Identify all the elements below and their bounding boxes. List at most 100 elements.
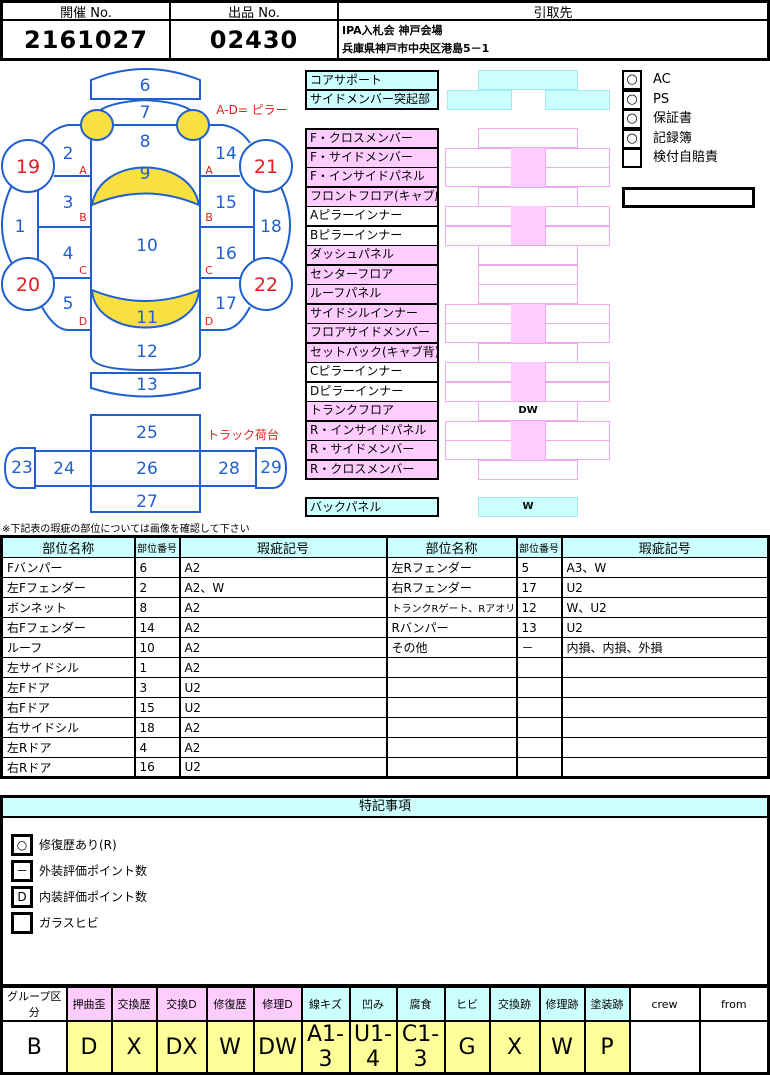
frame-box-left[interactable] [445, 303, 512, 324]
frame-box-middle[interactable] [511, 323, 546, 343]
frame-box-right[interactable] [545, 167, 610, 187]
frame-box[interactable] [478, 342, 578, 363]
equipment-checkbox[interactable]: ○ [622, 70, 642, 90]
pickup-line2: 兵庫県神戸市中央区港島5－1 [342, 41, 490, 55]
damage-cell [385, 717, 517, 738]
part-4: 4 [63, 244, 74, 264]
frame-box-left[interactable] [445, 323, 512, 343]
frame-box[interactable] [478, 245, 578, 265]
damage-cell: ルーフ [0, 637, 135, 658]
damage-cell: W、U2 [560, 597, 769, 618]
lot-no: 02430 [171, 21, 339, 58]
equipment-checkbox[interactable]: ○ [622, 89, 642, 110]
note-checkbox[interactable]: ○ [11, 834, 33, 856]
frame-box-left[interactable] [445, 225, 512, 246]
damage-cell: 左Fフェンダー [0, 577, 135, 598]
damage-cell [385, 757, 517, 778]
frame-box-right[interactable] [545, 440, 610, 460]
grade-value: U1-4 [348, 1020, 398, 1075]
frame-box-middle[interactable] [511, 147, 546, 168]
frame-box-middle[interactable] [511, 362, 546, 382]
frame-box[interactable] [478, 459, 578, 480]
frame-box-left[interactable] [445, 206, 512, 226]
grade-value [698, 1020, 770, 1075]
pillar-b-right: B [205, 211, 213, 224]
frame-box-back-panel[interactable]: W [478, 497, 578, 517]
frame-box-right[interactable] [545, 147, 610, 168]
damage-cell: 3 [133, 677, 180, 698]
grade-value: A1-3 [300, 1020, 351, 1075]
frame-box-right[interactable] [545, 206, 610, 226]
note-checkbox[interactable] [11, 912, 33, 934]
part-12: 12 [136, 342, 158, 362]
frame-box-middle[interactable] [511, 303, 546, 324]
rear-window-shape [90, 288, 201, 329]
equipment-checkbox[interactable] [622, 148, 642, 168]
damage-cell: A2 [178, 637, 387, 658]
part-18: 18 [260, 217, 282, 237]
damage-cell: その他 [385, 637, 517, 658]
windshield-shape [90, 166, 201, 207]
frame-box-middle[interactable] [511, 225, 546, 246]
frame-box-right[interactable] [545, 381, 610, 402]
frame-box-core-support[interactable] [478, 70, 578, 90]
frame-box-left[interactable] [445, 167, 512, 187]
frame-box-right[interactable] [545, 303, 610, 324]
frame-box[interactable] [478, 128, 578, 148]
grade-header: 修理D [252, 985, 303, 1022]
part-6: 6 [140, 76, 151, 96]
damage-cell: Rバンパー [385, 617, 517, 638]
equipment-checkbox[interactable]: ○ [622, 128, 642, 149]
damage-cell: 左サイドシル [0, 657, 135, 678]
damage-cell [385, 737, 517, 758]
part-9: 9 [140, 164, 151, 184]
frame-box-left[interactable] [445, 420, 512, 441]
part-outline-6 [90, 68, 201, 100]
frame-box[interactable] [478, 186, 578, 207]
header-table: 開催 No. 出品 No. 引取先 2161027 02430 IPA入札会 神… [0, 0, 770, 61]
part-14: 14 [215, 144, 237, 164]
truck-note: トラック荷台 [207, 427, 279, 442]
frame-box-right[interactable] [545, 420, 610, 441]
equipment-checkbox[interactable]: ○ [622, 109, 642, 129]
frame-label: R・クロスメンバー [305, 459, 439, 480]
frame-box[interactable]: DW [478, 401, 578, 421]
part-29: 29 [260, 458, 282, 478]
frame-box[interactable] [478, 264, 578, 285]
frame-box-right[interactable] [545, 225, 610, 246]
damage-cell: 17 [515, 577, 562, 598]
damage-cell: 内損、内損、外損 [560, 637, 769, 658]
grade-value [628, 1020, 701, 1075]
damage-header: 部位名称 [385, 536, 517, 558]
damage-cell: 8 [133, 597, 180, 618]
frame-box-left[interactable] [445, 381, 512, 402]
grade-value: B [0, 1020, 68, 1075]
damage-cell [515, 717, 562, 738]
part-1: 1 [15, 217, 26, 237]
frame-box-left[interactable] [445, 147, 512, 168]
note-checkbox[interactable]: － [11, 860, 33, 882]
frame-box-middle[interactable] [511, 206, 546, 226]
pillar-a-right: A [205, 164, 213, 177]
frame-box-side-member-right[interactable] [545, 90, 610, 110]
frame-box-right[interactable] [545, 362, 610, 382]
damage-cell [560, 697, 769, 718]
part-21: 21 [254, 156, 278, 178]
frame-box[interactable] [478, 284, 578, 304]
frame-box-middle[interactable] [511, 167, 546, 187]
frame-box-middle[interactable] [511, 420, 546, 441]
note-checkbox[interactable]: D [11, 886, 33, 908]
frame-box-left[interactable] [445, 362, 512, 382]
frame-box-middle[interactable] [511, 440, 546, 460]
frame-box-right[interactable] [545, 323, 610, 343]
grade-header: 交換歴 [110, 985, 158, 1022]
frame-box-left[interactable] [445, 440, 512, 460]
damage-header: 部位名称 [0, 536, 135, 558]
pillar-note: A-D= ピラー [216, 103, 287, 117]
frame-box-side-member-left[interactable] [447, 90, 512, 110]
frame-label: サイドシルインナー [305, 303, 439, 324]
frame-box-middle[interactable] [511, 381, 546, 402]
